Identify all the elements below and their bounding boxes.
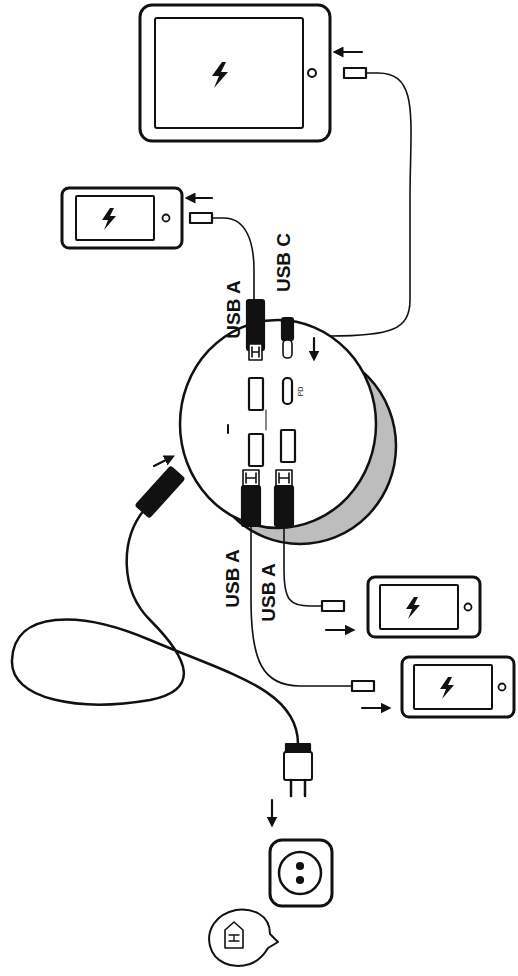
- port-label: USB A: [258, 563, 277, 621]
- port-marking: PD: [297, 386, 304, 396]
- port-label: USB A: [222, 549, 241, 607]
- port-label: USB C: [275, 232, 294, 291]
- port-label: USB A: [223, 280, 242, 338]
